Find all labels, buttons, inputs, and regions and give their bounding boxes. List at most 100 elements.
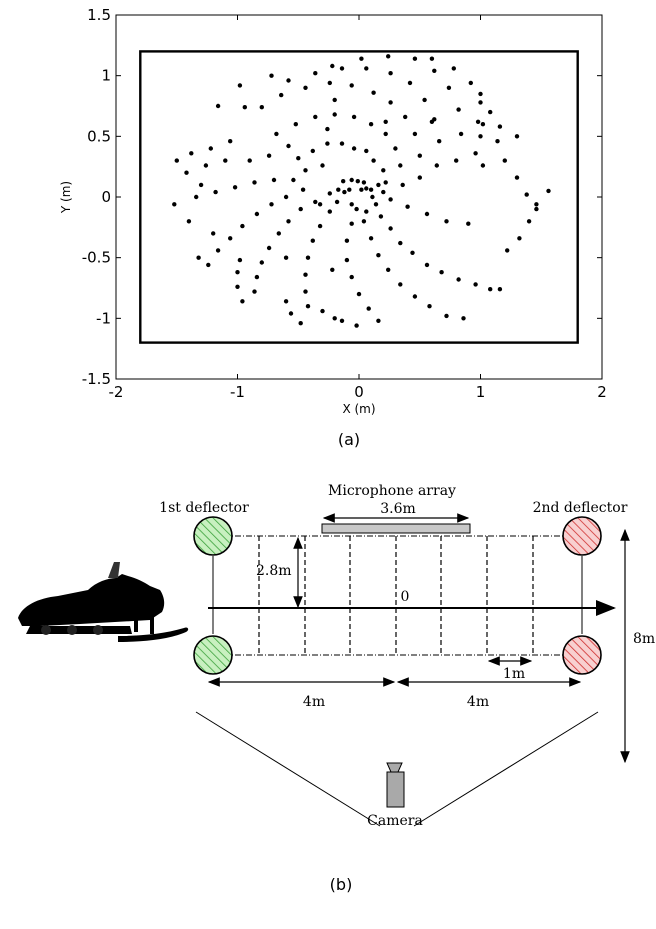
microphone-point <box>473 151 478 156</box>
first-deflector-bottom <box>193 635 233 675</box>
microphone-point <box>456 277 461 282</box>
microphone-point <box>514 134 520 139</box>
microphone-point <box>293 122 298 127</box>
microphone-point <box>361 219 367 224</box>
microphone-point <box>373 202 379 207</box>
microphone-point <box>288 311 294 316</box>
microphone-point <box>437 139 442 144</box>
microphone-point <box>427 304 432 309</box>
microphone-point <box>336 187 341 192</box>
microphone-point <box>310 148 315 154</box>
microphone-point <box>354 323 359 328</box>
microphone-point <box>534 206 539 212</box>
microphone-point <box>313 199 318 205</box>
camera-view-right <box>413 711 599 827</box>
microphone-point <box>223 158 228 163</box>
microphone-point <box>342 189 347 195</box>
microphone-point <box>364 209 369 214</box>
microphone-point <box>344 257 350 263</box>
microphone-point <box>189 151 194 156</box>
microphone-point <box>488 109 493 115</box>
microphone-point <box>368 236 374 241</box>
microphone-point <box>276 231 281 236</box>
microphone-point <box>407 80 413 86</box>
microphone-point <box>300 187 306 192</box>
microphone-point <box>344 238 350 243</box>
microphone-point <box>334 199 340 205</box>
microphone-point <box>351 114 357 120</box>
microphone-point <box>286 78 291 83</box>
microphone-point <box>298 321 303 326</box>
caption-a: (a) <box>338 430 360 449</box>
microphone-point <box>412 294 418 299</box>
microphone-point <box>546 188 551 194</box>
microphone-point <box>203 163 209 168</box>
microphone-point <box>235 284 240 289</box>
microphone-point <box>283 255 289 260</box>
array-frame <box>139 50 579 344</box>
microphone-point <box>398 240 403 246</box>
microphone-point <box>266 245 272 251</box>
microphone-point <box>371 90 376 95</box>
microphone-point <box>478 134 483 139</box>
microphone-point <box>259 105 264 110</box>
y-tick-label: 0.5 <box>87 127 111 145</box>
microphone-point <box>410 250 415 255</box>
microphone-point <box>259 260 264 265</box>
microphone-point <box>364 148 369 154</box>
microphone-point <box>432 68 437 74</box>
microphone-point <box>349 274 354 280</box>
microphone-point <box>330 63 335 69</box>
microphone-point <box>376 253 381 258</box>
camera-icon <box>386 762 405 808</box>
microphone-point <box>366 306 371 311</box>
microphone-point <box>347 187 352 192</box>
microphone-point <box>254 211 260 217</box>
microphone-point <box>424 211 430 217</box>
microphone-point <box>339 66 345 71</box>
microphone-point <box>383 180 388 185</box>
microphone-point <box>198 182 204 188</box>
first-deflector-top <box>193 516 233 556</box>
microphone-point <box>184 170 189 175</box>
microphone-point <box>356 291 362 297</box>
x-tick-label: 0 <box>354 383 364 401</box>
microphone-point <box>349 221 354 226</box>
scatter-points <box>172 54 551 328</box>
microphone-point <box>279 92 284 98</box>
microphone-point <box>252 289 257 294</box>
microphone-point <box>303 85 308 91</box>
microphone-point <box>305 304 311 309</box>
microphone-point <box>456 107 461 112</box>
microphone-point <box>393 146 398 151</box>
offset-label: 2.8m <box>256 563 292 579</box>
microphone-point <box>283 299 289 304</box>
microphone-point <box>497 287 503 292</box>
snowmobile-icon <box>18 562 189 642</box>
camera-label: Camera <box>367 813 423 829</box>
microphone-point <box>303 289 308 294</box>
microphone-point <box>341 179 346 184</box>
microphone-point <box>403 114 408 120</box>
y-tick-label: -1.5 <box>82 370 111 388</box>
microphone-point <box>349 202 354 207</box>
microphone-point <box>266 153 272 158</box>
microphone-point <box>446 85 452 91</box>
microphone-point <box>466 221 471 226</box>
microphone-point <box>349 177 354 183</box>
microphone-point <box>313 71 318 76</box>
array-width-label: 3.6m <box>380 501 416 517</box>
microphone-point <box>454 158 459 163</box>
microphone-point <box>208 146 213 151</box>
height-label: 8m <box>633 631 655 647</box>
microphone-point <box>339 141 345 146</box>
microphone-point <box>327 209 332 214</box>
x-tick-label: 2 <box>597 383 607 401</box>
microphone-point <box>398 163 403 168</box>
microphone-point <box>517 236 522 241</box>
microphone-point <box>317 223 323 229</box>
microphone-point <box>473 282 478 287</box>
